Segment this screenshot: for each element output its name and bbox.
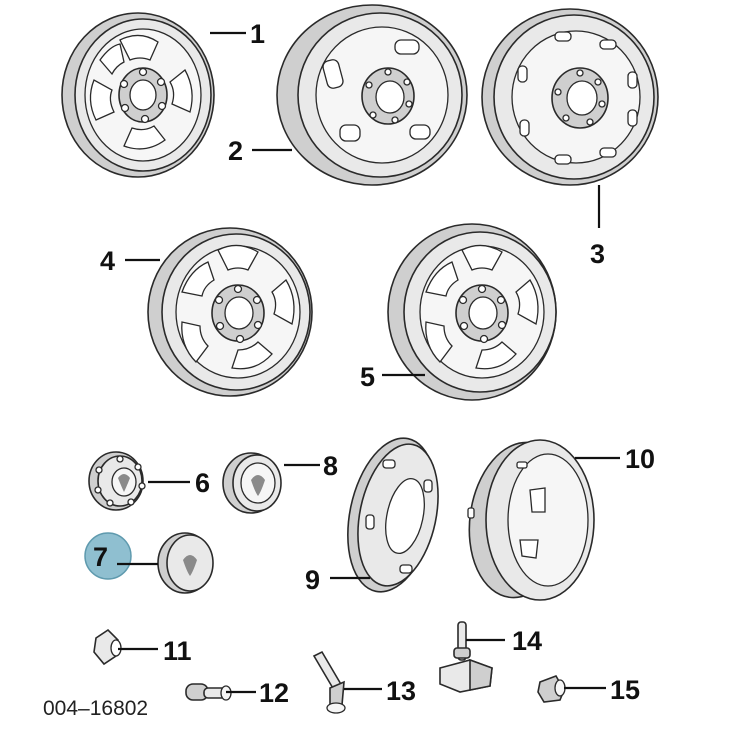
hub-cap-icon xyxy=(88,451,146,511)
wheel-5[interactable]: 5 xyxy=(360,223,557,401)
callout-7: 7 xyxy=(93,542,108,572)
tpms-sensor-14[interactable]: 14 xyxy=(439,621,542,693)
five-spoke-wheel-icon xyxy=(387,223,557,401)
five-spoke-wheel-icon xyxy=(147,227,313,397)
center-cap-icon xyxy=(222,452,282,514)
wheel-3[interactable]: 3 xyxy=(481,8,659,269)
wheel-skin-icon xyxy=(467,439,595,601)
lug-nut-cap-15[interactable]: 15 xyxy=(537,675,640,705)
callout-15: 15 xyxy=(610,675,640,705)
callout-3: 3 xyxy=(590,239,605,269)
wheel-skin-icon xyxy=(347,437,439,593)
wheel-skin-9[interactable]: 9 xyxy=(305,430,450,600)
lug-nut-cap-icon xyxy=(537,675,566,703)
center-cap-8[interactable]: 8 xyxy=(222,451,338,514)
valve-stem-13[interactable]: 13 xyxy=(312,650,416,714)
figure-id: 004–16802 xyxy=(43,697,148,720)
lug-nut-11[interactable]: 11 xyxy=(93,628,192,666)
wheel-1[interactable]: 1 xyxy=(61,12,265,178)
valve-stem-12[interactable]: 12 xyxy=(185,678,289,708)
hub-cap-6[interactable]: 6 xyxy=(88,451,210,511)
callout-6: 6 xyxy=(195,468,210,498)
wheel-2[interactable]: 2 xyxy=(228,4,468,186)
callout-13: 13 xyxy=(386,676,416,706)
callout-14: 14 xyxy=(512,626,542,656)
styled-steel-wheel-icon xyxy=(61,12,215,178)
callout-2: 2 xyxy=(228,136,243,166)
wheel-4[interactable]: 4 xyxy=(100,227,313,397)
callout-4: 4 xyxy=(100,246,115,276)
callout-10: 10 xyxy=(625,444,655,474)
valve-stem-icon xyxy=(312,650,346,714)
callout-8: 8 xyxy=(323,451,338,481)
steel-wheel-icon xyxy=(481,8,659,186)
callout-12: 12 xyxy=(259,678,289,708)
callout-11: 11 xyxy=(163,636,192,666)
tpms-sensor-icon xyxy=(439,621,493,693)
lug-nut-icon xyxy=(93,628,122,666)
callout-1: 1 xyxy=(250,19,265,49)
center-cap-icon xyxy=(157,532,214,594)
callout-5: 5 xyxy=(360,362,375,392)
dually-steel-wheel-icon xyxy=(276,4,468,186)
valve-stem-icon xyxy=(185,683,232,701)
wheel-skin-10[interactable]: 10 xyxy=(460,436,655,604)
center-cap-7[interactable]: 7 xyxy=(84,532,214,594)
callout-highlight xyxy=(84,532,132,580)
callout-9: 9 xyxy=(305,565,320,595)
